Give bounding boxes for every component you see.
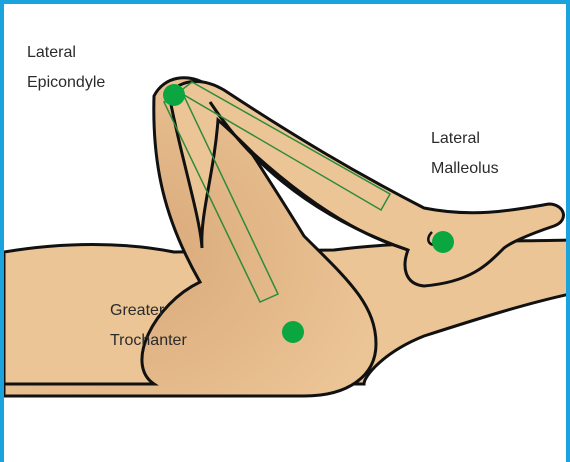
lateral-epicondyle-marker <box>163 84 185 106</box>
greater-trochanter-line1: Greater <box>110 296 187 326</box>
lateral-malleolus-marker <box>432 231 454 253</box>
lateral-epicondyle-line2: Epicondyle <box>27 68 105 98</box>
lateral-malleolus-line1: Lateral <box>431 124 499 154</box>
greater-trochanter-label: Greater Trochanter <box>110 296 187 356</box>
lateral-epicondyle-label: Lateral Epicondyle <box>27 38 105 98</box>
greater-trochanter-marker <box>282 321 304 343</box>
lateral-epicondyle-line1: Lateral <box>27 38 105 68</box>
lateral-malleolus-label: Lateral Malleolus <box>431 124 499 184</box>
greater-trochanter-line2: Trochanter <box>110 326 187 356</box>
lateral-malleolus-line2: Malleolus <box>431 154 499 184</box>
